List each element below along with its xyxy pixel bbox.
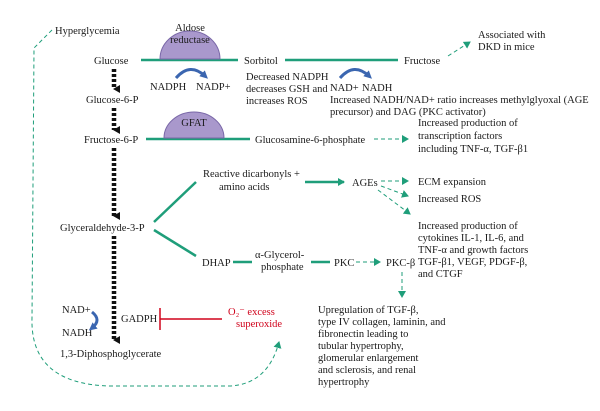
hyperglycemia-label: Hyperglycemia [55, 26, 120, 37]
upregulation-note-line1: Upregulation of TGF-β, [318, 305, 419, 316]
cytokines-note-line4: TGF-β1, VEGF, PDGF-β, [418, 257, 527, 268]
pkc-beta-label: PKC-β [386, 258, 415, 269]
ecm-note: ECM expansion [418, 177, 487, 188]
upregulation-note-line4: tubular hypertrophy, [318, 341, 404, 352]
ages-label: AGEs [352, 178, 378, 189]
cytokines-note-line1: Increased production of [418, 221, 518, 232]
sorbitol-label: Sorbitol [244, 56, 278, 67]
nadh-ratio-note-line2: precursor) and DAG (PKC activator) [330, 107, 486, 118]
nadh-ratio-note-line1: Increased NADH/NAD+ ratio increases meth… [330, 95, 589, 106]
cytokines-note-line5: and CTGF [418, 269, 463, 280]
dkd-note-line1: Associated with [478, 30, 546, 41]
fructose-label: Fructose [404, 56, 441, 67]
cytokines-note-line3: TNF-α and growth factors [418, 245, 528, 256]
transcription-note-line1: Increased production of [418, 118, 518, 129]
nad-cycle-arrow [338, 68, 372, 80]
nadph-cycle-arrow [174, 68, 208, 80]
gadph-label: GADPH [121, 314, 158, 325]
glucose-label: Glucose [94, 56, 129, 67]
nad-plus-label-top: NAD+ [330, 83, 359, 94]
dicarbonyls-label-line2: amino acids [219, 182, 269, 193]
nadh-label-top: NADH [362, 83, 393, 94]
transcription-note-line2: transcription factors [418, 131, 502, 142]
fructose-to-dkd-arrow [447, 41, 471, 57]
bisphosphoglycerate-label: 1,3-Diphosphoglycerate [60, 349, 162, 360]
dicarbonyls-label-line1: Reactive dicarbonyls + [203, 169, 300, 180]
upregulation-note-line2: type IV collagen, laminin, and [318, 317, 446, 328]
aldose-reductase-label-line2: reductase [170, 35, 210, 46]
aldose-reductase-label-line1: Aldose [175, 23, 205, 34]
nadph-decrease-note-line1: Decreased NADPH [246, 72, 329, 83]
ages-to-cytokines-arrow [377, 189, 411, 215]
upregulation-note-line3: fibronectin leading to [318, 329, 408, 340]
glucosamine-6p-label: Glucosamine-6-phosphate [255, 135, 366, 146]
nad-reduction-arrow [88, 310, 99, 331]
upregulation-note-line7: hypertrophy [318, 377, 370, 388]
dkd-note-line2: DKD in mice [478, 42, 535, 53]
nadp-plus-label: NADP+ [196, 82, 231, 93]
upregulation-note-line5: glomerular enlargement [318, 353, 418, 364]
gfat-label: GFAT [181, 118, 207, 129]
transcription-note-line3: including TNF-α, TGF-β1 [418, 144, 528, 155]
superoxide-label-line2: superoxide [236, 319, 282, 330]
nadph-label: NADPH [150, 82, 187, 93]
g3p-to-dhap-line [153, 228, 197, 258]
fructose-6p-label: Fructose-6-P [84, 135, 138, 146]
glucose-6p-label: Glucose-6-P [86, 95, 139, 106]
nad-plus-label-bottom: NAD+ [62, 305, 91, 316]
aldose-reductase-enzyme [159, 30, 221, 60]
dhap-label: DHAP [202, 258, 231, 269]
upregulation-note-line6: and sclerosis, and renal [318, 365, 416, 376]
nadh-label-bottom: NADH [62, 328, 93, 339]
nadph-decrease-note-line3: increases ROS [246, 96, 308, 107]
g3p-to-dicarbonyls-line [153, 181, 197, 223]
ages-to-ros-arrow [380, 185, 409, 198]
hyperglycemia-loop-arrow [31, 29, 282, 387]
glycerol-phosphate-line2: phosphate [261, 262, 304, 273]
ros-note: Increased ROS [418, 194, 481, 205]
glycerol-phosphate-line1: α-Glycerol- [255, 250, 305, 261]
nadph-decrease-note-line2: decreases GSH and [246, 84, 328, 95]
gfat-enzyme [163, 111, 225, 139]
glyceraldehyde-3p-label: Glyceraldehyde-3-P [60, 223, 145, 234]
pkc-label: PKC [334, 258, 354, 269]
cytokines-note-line2: cytokines IL-1, IL-6, and [418, 233, 525, 244]
superoxide-label-line1: O₂⁻ excess [228, 307, 275, 318]
